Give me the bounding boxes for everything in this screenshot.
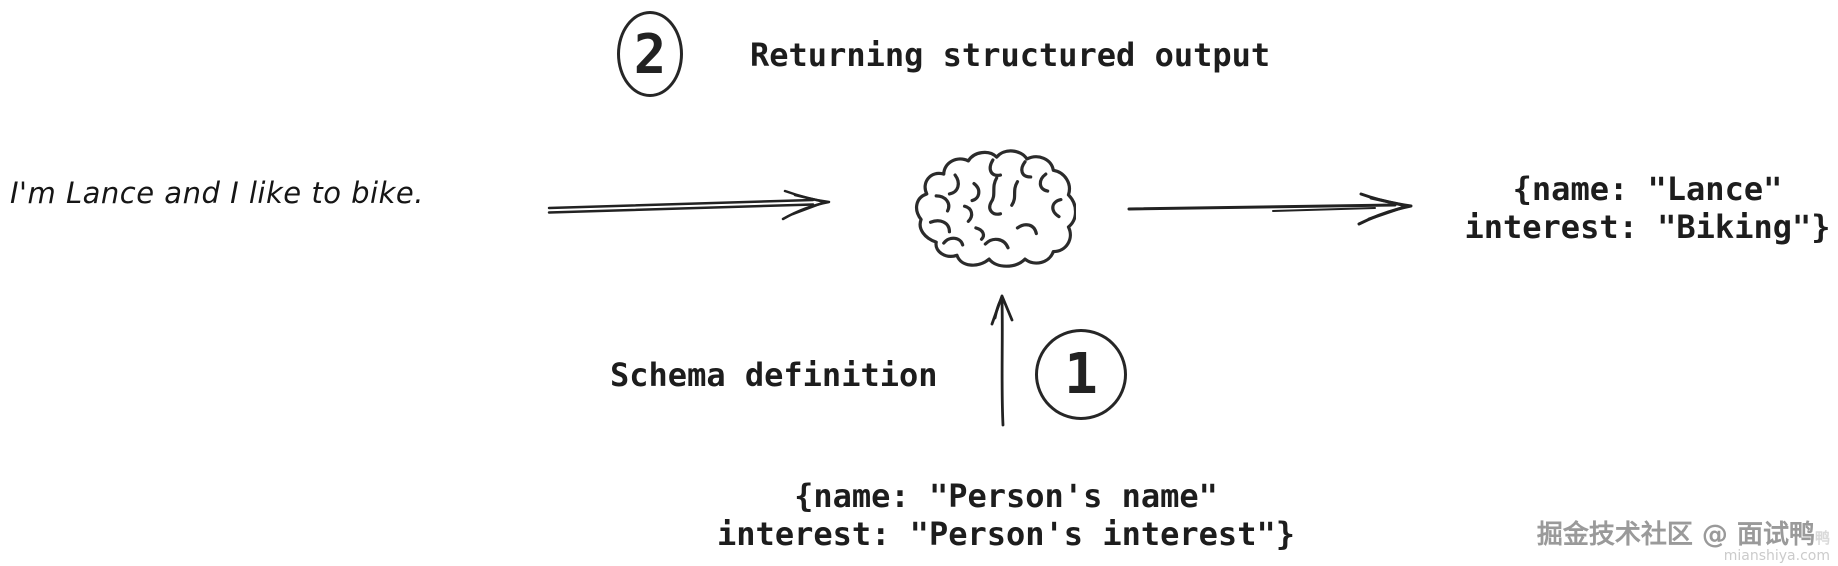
- step-2-number: 2: [633, 22, 667, 86]
- arrow-right-icon: [545, 188, 850, 222]
- brain-icon: [906, 144, 1076, 276]
- step-2-badge: 2: [617, 11, 683, 97]
- schema-json-line2: interest: "Person's interest"}: [717, 515, 1295, 553]
- arrow-right-icon: [1123, 192, 1428, 226]
- output-json-line2: interest: "Biking"}: [1464, 208, 1831, 246]
- step-1-badge: 1: [1035, 329, 1127, 420]
- arrow-up-icon: [988, 290, 1018, 430]
- watermark-ghost: 鸭: [1814, 529, 1830, 547]
- step-2-label: Returning structured output: [750, 36, 1271, 74]
- output-json: {name: "Lance" interest: "Biking"}: [1450, 170, 1838, 246]
- watermark-community: 掘金技术社区 @ 面试鸭鸭: [1536, 520, 1830, 550]
- step-1-number: 1: [1064, 342, 1098, 407]
- schema-json: {name: "Person's name" interest: "Person…: [700, 477, 1312, 553]
- input-sentence: I'm Lance and I like to bike.: [10, 176, 424, 210]
- watermark-site: mianshiya.com: [1723, 548, 1830, 564]
- schema-json-line1: {name: "Person's name": [794, 477, 1218, 515]
- schema-definition-label: Schema definition: [610, 356, 938, 394]
- output-json-line1: {name: "Lance": [1512, 170, 1783, 208]
